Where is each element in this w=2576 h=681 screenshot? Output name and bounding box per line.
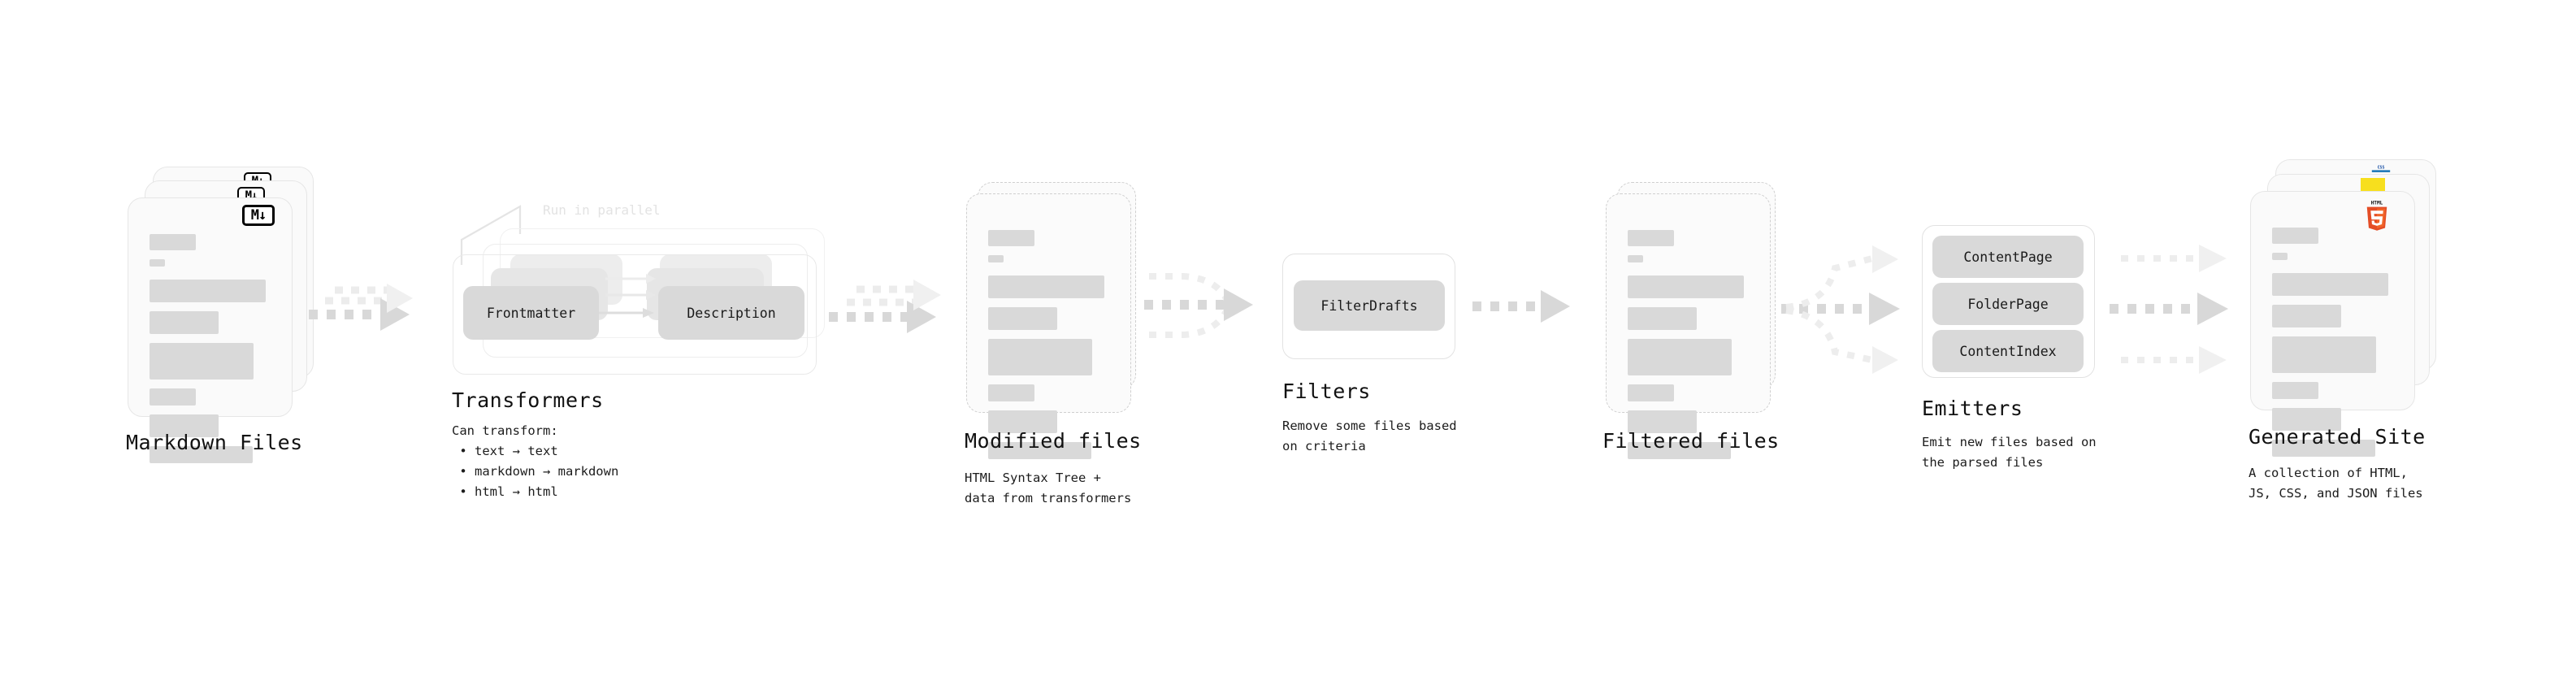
emitters-pill-contentindex-label: ContentIndex <box>1959 343 2057 359</box>
markdown-files-title: Markdown Files <box>126 431 303 454</box>
markdown-file-card-front <box>128 197 293 463</box>
content-bar <box>150 234 196 250</box>
content-bar <box>988 339 1093 375</box>
modified-files-subtitle: HTML Syntax Tree + data from transformer… <box>965 471 1132 506</box>
content-bar <box>1628 442 1731 459</box>
filters-title: Filters <box>1282 380 1371 403</box>
run-in-parallel-bracket <box>460 205 522 265</box>
content-bar <box>2272 382 2318 399</box>
content-bar <box>2272 253 2288 260</box>
emitters-pill-folderpage[interactable]: FolderPage <box>1932 283 2084 325</box>
modified-files-title: Modified files <box>965 429 1142 453</box>
run-in-parallel-label: Run in parallel <box>543 202 661 218</box>
filtered-file-card-front <box>1606 193 1771 459</box>
arrow-filtered-to-emitters <box>1781 245 1900 374</box>
svg-text:CSS: CSS <box>2378 165 2385 170</box>
emitters-title: Emitters <box>1922 397 2023 420</box>
css3-icon: CSS <box>2371 165 2391 172</box>
transformer-pill-description-label: Description <box>687 305 776 321</box>
modified-file-card-front <box>966 193 1131 459</box>
transformers-title: Transformers <box>452 388 604 412</box>
emitters-pill-contentpage-label: ContentPage <box>1963 249 2053 265</box>
content-bar <box>1628 307 1697 330</box>
markdown-icon-glyph: M↓ <box>250 206 267 223</box>
filters-pill-filterdrafts[interactable]: FilterDrafts <box>1294 280 1445 331</box>
content-bar <box>150 280 267 302</box>
content-bar <box>988 230 1034 246</box>
content-bar <box>2272 336 2377 373</box>
content-bar <box>1628 255 1644 262</box>
content-bar <box>1628 339 1733 375</box>
content-bar <box>2272 273 2389 296</box>
content-bar <box>2272 440 2375 457</box>
transformer-card-front <box>453 254 817 375</box>
content-bar <box>150 414 219 437</box>
generated-site-title: Generated Site <box>2249 425 2426 449</box>
arrow-filters-to-filtered <box>1472 290 1570 323</box>
transformer-pill-description[interactable]: Description <box>658 286 804 340</box>
transformers-subtitle: Can transform: • text → text • markdown … <box>452 423 619 500</box>
content-bar <box>150 311 219 334</box>
arrow-transformers-to-modified <box>829 280 941 333</box>
filters-pill-filterdrafts-label: FilterDrafts <box>1321 297 1418 314</box>
content-bar <box>988 410 1057 433</box>
content-bar <box>2272 408 2341 431</box>
content-bar <box>150 343 254 380</box>
arrow-markdown-to-transformers <box>309 284 413 331</box>
html5-icon: HTML <box>2366 200 2387 231</box>
filtered-files-title: Filtered files <box>1602 429 1780 453</box>
transformer-inner-arrows <box>597 274 656 318</box>
emitters-pill-contentpage[interactable]: ContentPage <box>1932 236 2084 278</box>
generated-site-card-front <box>2250 191 2415 457</box>
modified-file-content <box>988 230 1109 468</box>
html5-icon-label: HTML <box>2371 200 2383 206</box>
transformer-pill-frontmatter[interactable]: Frontmatter <box>463 286 599 340</box>
arrow-modified-to-filters <box>1144 273 1253 338</box>
filtered-file-content <box>1628 230 1749 468</box>
emitters-pill-folderpage-label: FolderPage <box>1967 296 2049 312</box>
content-bar <box>1628 410 1697 433</box>
content-bar <box>150 259 166 267</box>
content-bar <box>1628 384 1674 401</box>
content-bar <box>988 255 1004 262</box>
content-bar <box>1628 275 1745 298</box>
arrow-emitters-to-site <box>2110 245 2228 374</box>
content-bar <box>988 442 1091 459</box>
content-bar <box>988 384 1034 401</box>
markdown-file-content <box>150 234 271 472</box>
transformer-pill-frontmatter-label: Frontmatter <box>486 305 576 321</box>
content-bar <box>150 446 253 463</box>
content-bar <box>988 307 1057 330</box>
filters-subtitle: Remove some files based on criteria <box>1282 419 1457 454</box>
emitters-subtitle: Emit new files based on the parsed files <box>1922 435 2097 471</box>
js-icon <box>2361 178 2385 195</box>
content-bar <box>1628 230 1674 246</box>
content-bar <box>2272 228 2318 244</box>
generated-site-subtitle: A collection of HTML, JS, CSS, and JSON … <box>2249 466 2423 501</box>
markdown-icon: M↓ <box>242 205 275 226</box>
content-bar <box>150 388 196 406</box>
content-bar <box>988 275 1105 298</box>
emitters-pill-contentindex[interactable]: ContentIndex <box>1932 330 2084 372</box>
generated-site-content <box>2272 228 2393 466</box>
content-bar <box>2272 305 2341 327</box>
